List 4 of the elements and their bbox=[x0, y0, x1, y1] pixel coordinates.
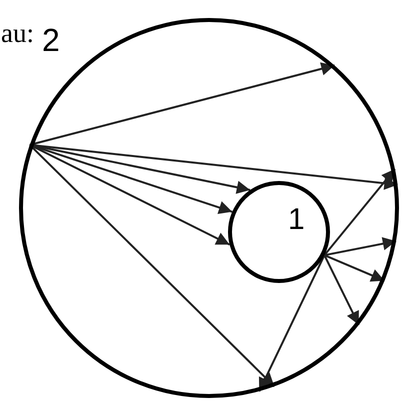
partial-label: au: bbox=[1, 20, 34, 47]
surface-number: 1 bbox=[288, 205, 305, 235]
surface-number: 2 bbox=[42, 24, 60, 56]
circle bbox=[228, 181, 330, 283]
